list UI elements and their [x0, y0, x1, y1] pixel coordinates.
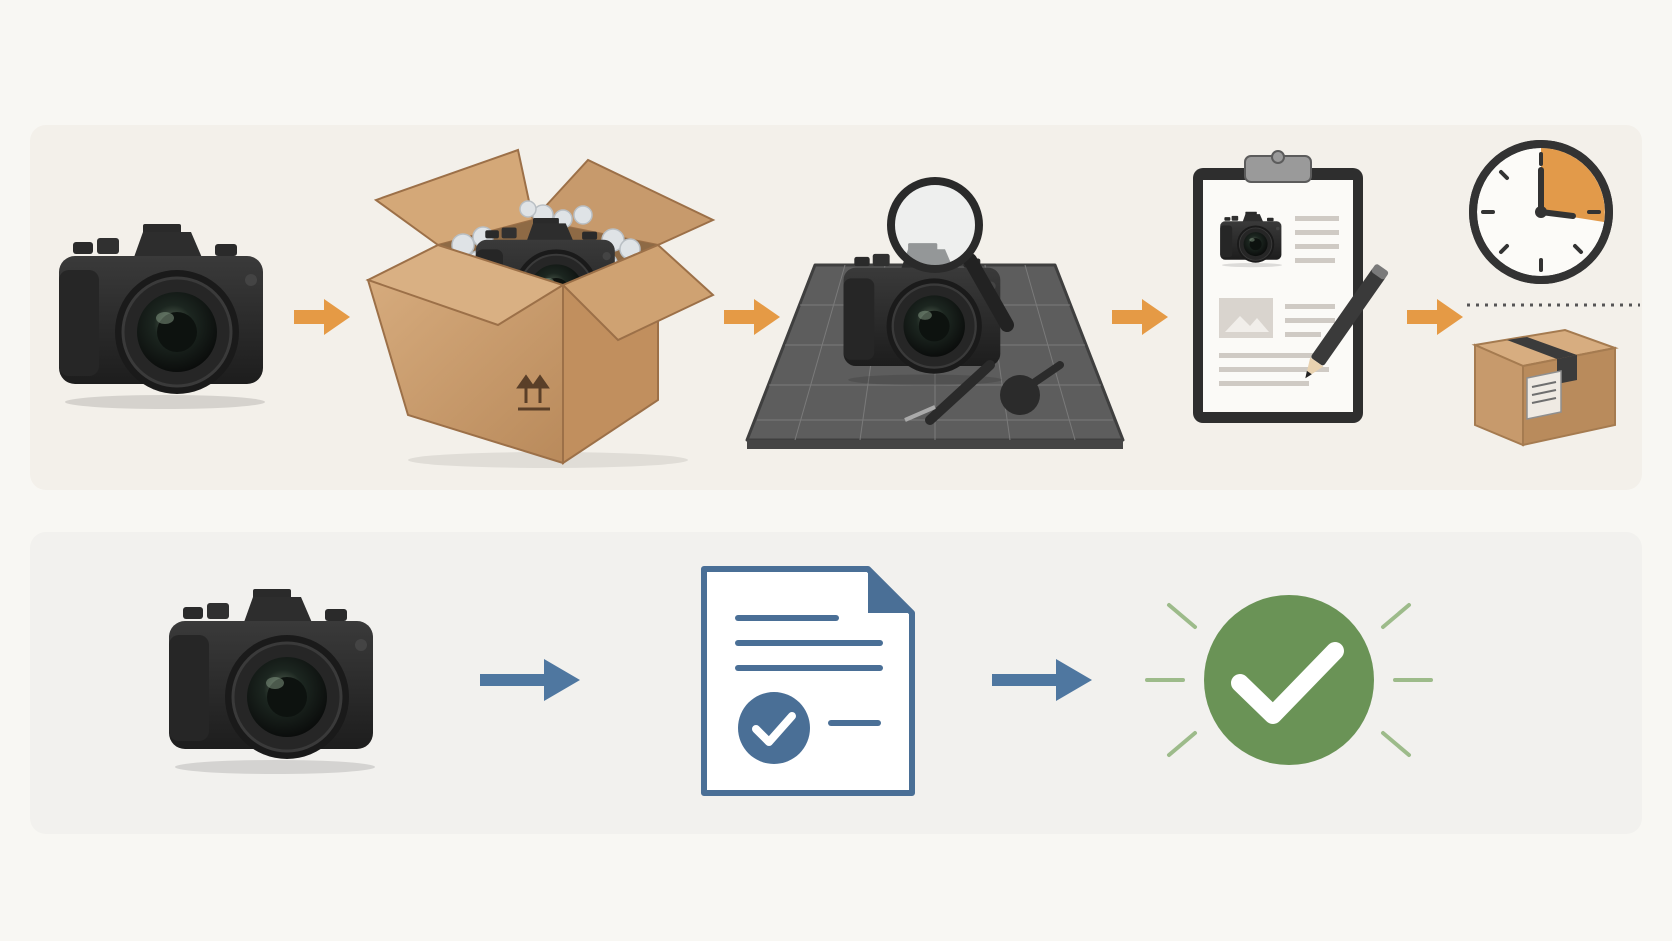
clipboard-report-icon: [1185, 148, 1395, 428]
orange-arrow-icon: [292, 297, 352, 337]
green-check-circle-icon: [1145, 595, 1435, 765]
camera-icon: [165, 585, 385, 775]
blue-arrow-icon: [478, 655, 584, 705]
document-check-icon: [700, 565, 920, 797]
orange-arrow-icon: [1110, 297, 1170, 337]
camera-icon: [55, 220, 275, 410]
clock-and-package-icon: [1465, 140, 1640, 455]
orange-arrow-icon: [722, 297, 782, 337]
orange-arrow-icon: [1405, 297, 1465, 337]
inspection-mat-icon: [745, 177, 1125, 455]
open-box-with-camera-icon: [365, 145, 716, 470]
blue-arrow-icon: [990, 655, 1096, 705]
